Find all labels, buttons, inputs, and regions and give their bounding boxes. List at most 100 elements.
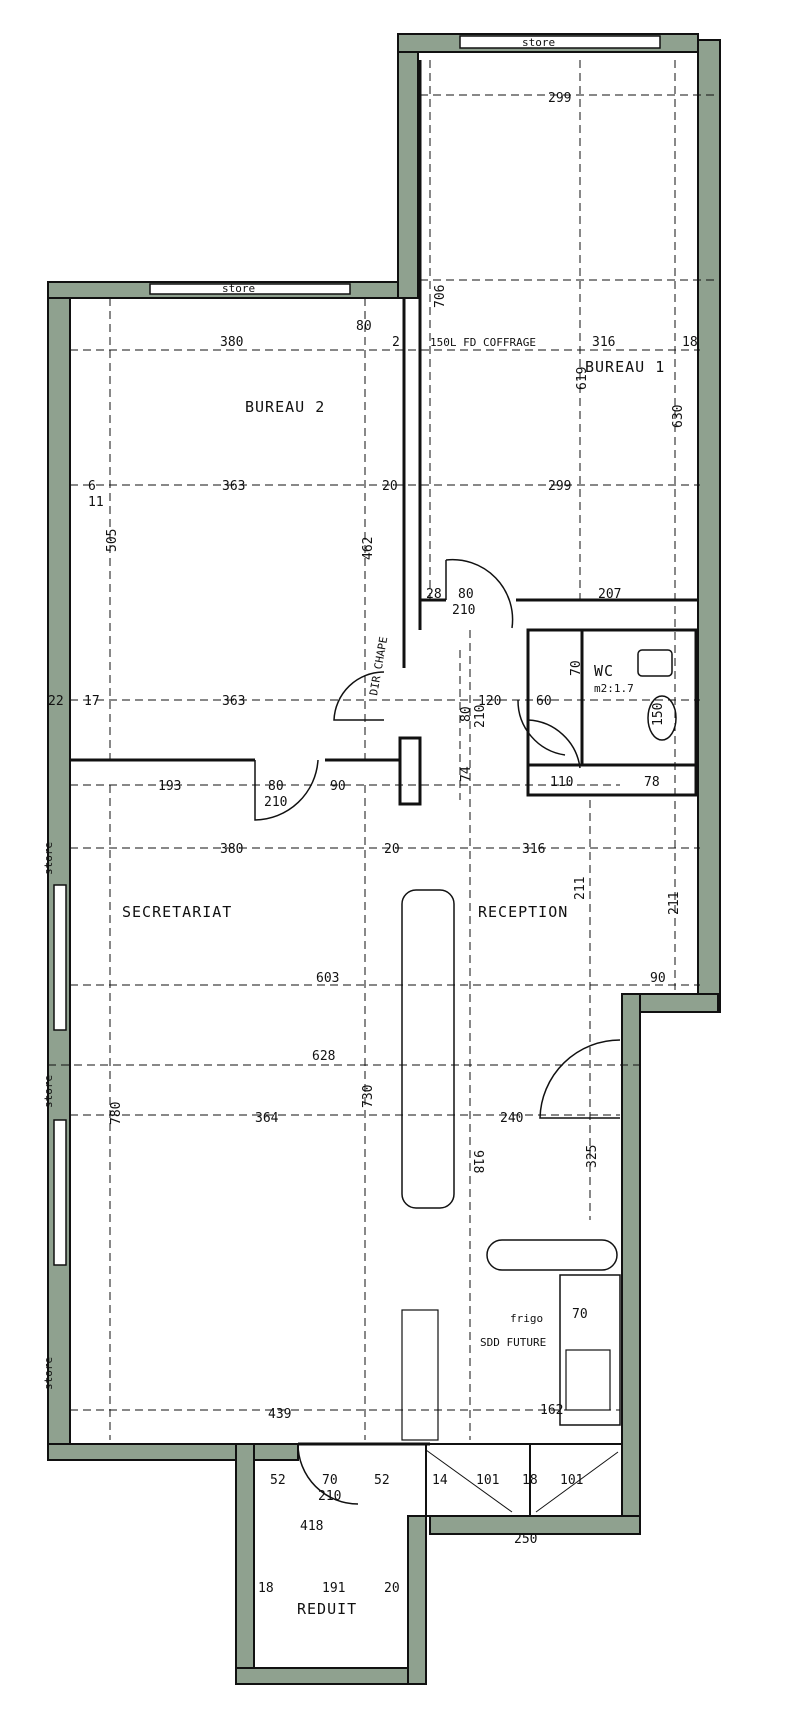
dim-240: 240 [500,1111,523,1126]
label-fd-coffrage: 150L FD COFFRAGE [430,336,536,349]
dim-18-r: 18 [682,335,698,350]
dim-14: 14 [432,1473,448,1488]
dim-316-top: 316 [592,335,615,350]
dim-20-mid: 20 [384,842,400,857]
wall-bottom-left [47,1443,299,1461]
dim-603: 603 [316,971,339,986]
door-wc [527,719,581,769]
label-store-top-left: store [222,282,255,295]
dim-462: 462 [361,537,376,560]
pillar [398,736,422,806]
door-reduit [297,1443,359,1505]
dim-120: 120 [478,694,501,709]
dim-364: 364 [255,1111,279,1126]
dim-20-c: 20 [384,1581,400,1596]
other-labels: store store store store store 150L FD CO… [42,36,634,1390]
dim-380-top: 380 [220,335,243,350]
dim-730: 730 [361,1085,376,1108]
room-reception: RECEPTION [478,903,568,921]
dim-80-door: 80 [458,587,474,602]
dim-193: 193 [158,779,181,794]
window-left-1 [53,884,67,1031]
dim-380-mid: 380 [220,842,243,857]
dim-52-a: 52 [270,1473,286,1488]
dim-78: 78 [644,775,660,790]
room-reduit: REDUIT [297,1600,357,1618]
toilet-tank [637,649,673,677]
dim-101-a: 101 [476,1473,499,1488]
windows-left [53,35,661,1266]
dim-80-mid: 80 [459,706,474,722]
room-secretariat: SECRETARIAT [122,903,232,921]
dim-363-b: 363 [222,694,245,709]
dim-101-b: 101 [560,1473,583,1488]
door-bureau2 [254,759,319,821]
dim-90: 90 [330,779,346,794]
storage-diag-1 [425,1449,513,1513]
dim-210-mid: 210 [473,705,488,728]
dim-60: 60 [536,694,552,709]
window-top-right [459,35,661,49]
wall-reduit-bottom [235,1667,427,1685]
dim-28: 28 [426,587,442,602]
dim-250: 250 [514,1532,537,1547]
dim-70: 70 [569,660,584,676]
label-wc-area: m2:1.7 [594,682,634,695]
dimension-numbers: 380 80 2 316 299 706 619 630 363 299 505… [48,91,698,1596]
dim-211-a: 211 [573,877,588,900]
label-store-left-low: store [42,1075,55,1108]
door-wc-entry [517,699,566,756]
dim-70-k: 70 [572,1307,588,1322]
dim-210-b: 210 [264,795,287,810]
dim-150: 150 [651,703,666,726]
wall-reduit-right [407,1515,427,1685]
dim-630: 630 [671,405,686,428]
dim-211-b: 211 [667,892,682,915]
dim-918: 918 [470,1150,485,1173]
door-bureau1 [445,558,514,629]
label-store-top-right: store [522,36,555,49]
dim-52-b: 52 [374,1473,390,1488]
dim-191: 191 [322,1581,345,1596]
label-store-left-bottom: store [42,1357,55,1390]
dim-207: 207 [598,587,621,602]
dim-162: 162 [540,1403,563,1418]
dim-80-b: 80 [268,779,284,794]
wall-right-lower [621,993,641,1535]
room-sdd: SDD FUTURE [480,1336,546,1349]
dim-110: 110 [550,775,573,790]
cupboard-block [526,763,698,797]
window-left-2 [53,1119,67,1266]
interior-walls [70,60,698,1517]
dim-316-mid: 316 [522,842,545,857]
small-counter [401,1309,439,1441]
dim-210-door: 210 [452,603,475,618]
sink [565,1349,611,1411]
sdd-block [559,1274,621,1426]
dim-505: 505 [105,529,120,552]
wall-step-vertical [397,33,419,299]
room-wc: WC [594,662,614,680]
dim-706: 706 [433,285,448,308]
dim-6: 6 [88,479,96,494]
bottom-storage [425,1443,623,1517]
dim-22: 22 [48,694,64,709]
kitchen-counter [486,1239,618,1271]
window-top-left [149,283,351,295]
reception-counter [401,889,455,1209]
dim-18-c: 18 [258,1581,274,1596]
storage-diag-2 [535,1451,619,1513]
dim-90-r: 90 [650,971,666,986]
dim-70-b: 70 [322,1473,338,1488]
dim-20-wall: 20 [382,479,398,494]
dim-628: 628 [312,1049,335,1064]
dim-80-top: 80 [356,319,372,334]
dim-299-b: 299 [548,479,571,494]
toilet-bowl [647,695,677,741]
room-bureau1: BUREAU 1 [585,358,665,376]
door-dirchape [333,671,385,721]
dim-74: 74 [459,766,474,782]
label-dirchape: DIR CHAPE [367,636,390,697]
dim-2-top: 2 [392,335,400,350]
